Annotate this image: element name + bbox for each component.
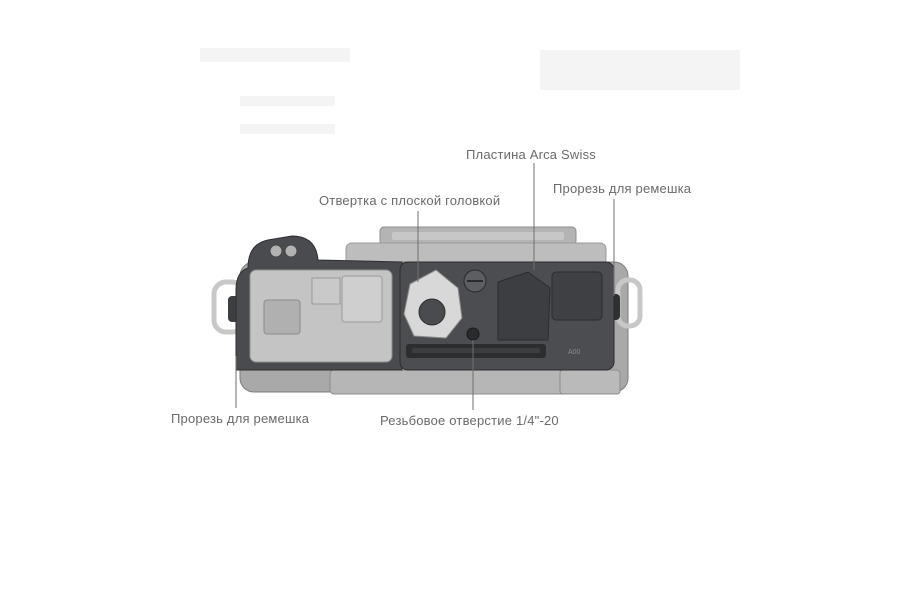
callout-strap-slot-right: Прорезь для ремешка	[553, 181, 692, 196]
callout-flat-screwdriver: Отвертка с плоской головкой	[319, 193, 501, 208]
engraving-text: A00	[568, 349, 581, 356]
background-watermark	[200, 48, 740, 134]
battery-door	[249, 269, 393, 363]
threaded-hole	[466, 327, 480, 341]
callout-arca-swiss-plate: Пластина Arca Swiss	[466, 147, 596, 162]
mounting-screw	[463, 269, 487, 293]
lens-mount	[345, 226, 607, 266]
callout-threaded-hole: Резьбовое отверстие 1/4"-20	[380, 413, 559, 428]
leader-lines	[235, 163, 615, 410]
screwdriver-key	[403, 269, 463, 339]
callout-strap-slot-left: Прорезь для ремешка	[171, 411, 310, 426]
